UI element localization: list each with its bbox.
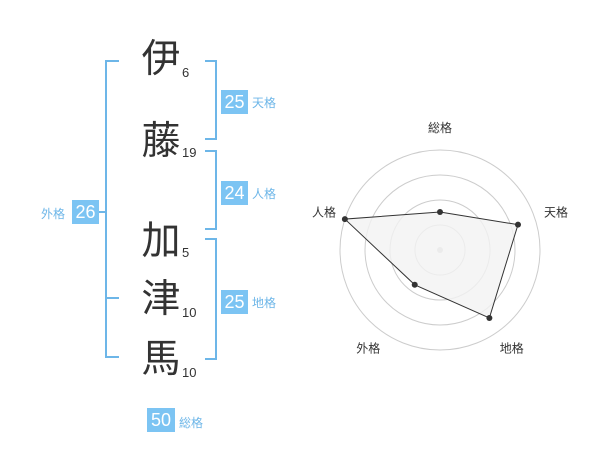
chikaku-value-badge: 25 [221, 290, 248, 314]
gaikaku-label: 外格 [41, 207, 66, 221]
radar-axis-label-1: 総格 [428, 120, 452, 135]
name-char-2: 藤 [141, 119, 181, 164]
radar-ring-3 [364, 174, 516, 326]
name-char-5: 馬 [141, 337, 181, 382]
radar-axis-label-4: 外格 [356, 341, 380, 356]
radar-polygon [343, 211, 519, 319]
radar-ring-4 [339, 149, 541, 351]
stroke-count-3: 5 [182, 245, 190, 260]
radar-point-4 [411, 281, 418, 288]
stroke-count-4: 10 [182, 305, 197, 320]
jinkaku-value-badge: 24 [221, 181, 248, 205]
stroke-count-1: 6 [182, 65, 190, 80]
radar-axis-label-3: 地格 [500, 341, 524, 356]
jinkaku-label: 人格 [252, 187, 277, 201]
gaikaku-connector [99, 211, 107, 213]
name-char-1: 伊 [141, 37, 181, 82]
chikaku-bracket [205, 238, 217, 360]
radar-point-1 [437, 209, 443, 215]
soukaku-value-badge: 50 [147, 408, 175, 432]
tenkaku-label: 天格 [252, 96, 277, 110]
radar-axis-label-2: 天格 [544, 204, 568, 219]
gaikaku-value-badge: 26 [72, 200, 99, 224]
gaikaku-bracket-mid [105, 297, 119, 299]
radar-point-5 [341, 216, 348, 223]
tenkaku-value-badge: 25 [221, 90, 248, 114]
tenkaku-bracket [205, 60, 217, 140]
gaikaku-bracket [105, 60, 119, 358]
soukaku-label: 総格 [179, 416, 204, 430]
name-char-4: 津 [141, 277, 181, 322]
jinkaku-bracket [205, 150, 217, 230]
name-char-3: 加 [141, 219, 181, 264]
radar-point-2 [514, 221, 521, 228]
radar-axis-label-5: 人格 [312, 204, 336, 219]
radar-point-3 [486, 314, 493, 321]
stroke-count-2: 19 [182, 145, 197, 160]
stroke-count-5: 10 [182, 365, 197, 380]
chikaku-label: 地格 [252, 296, 277, 310]
